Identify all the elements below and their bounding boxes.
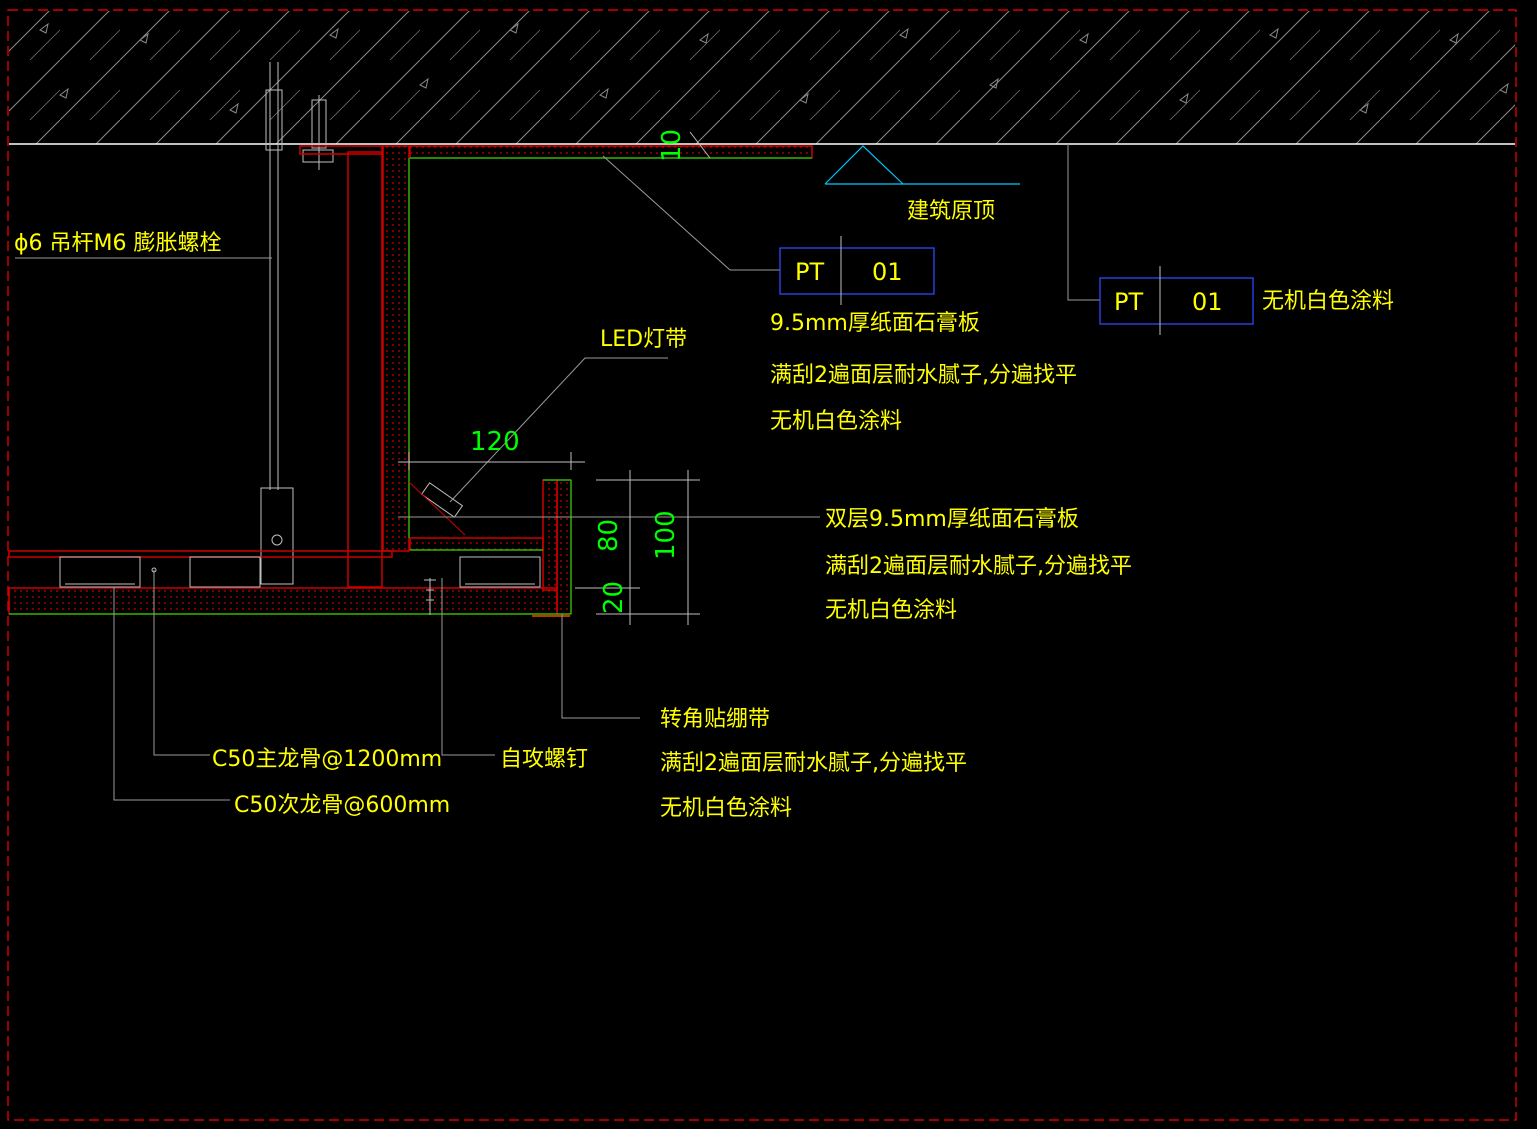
tag-1-number: 01: [872, 258, 903, 286]
ceiling-boards: [8, 145, 813, 617]
led-strip-label: LED灯带: [600, 327, 687, 352]
dimension-lines: [398, 131, 711, 625]
gypsum-double-label: 双层9.5mm厚纸面石膏板: [825, 507, 1079, 532]
dim-led-width: 120: [470, 427, 520, 457]
c50-keels: [59, 556, 541, 588]
leader-lines: [15, 144, 1100, 801]
tag-2-code: PT: [1114, 288, 1143, 316]
dim-total-height: 100: [651, 510, 681, 560]
hanger-rod-label: ϕ6 吊杆M6 膨胀螺栓: [14, 231, 221, 256]
level-marker: [824, 145, 1020, 185]
main-keel-label: C50主龙骨@1200mm: [212, 747, 442, 772]
concrete-slab: [9, 11, 1515, 145]
gypsum-single-label: 9.5mm厚纸面石膏板: [770, 311, 980, 336]
dim-top-gap: 10: [657, 129, 687, 162]
drawing-frame: [7, 9, 1517, 1121]
paint-1-label: 无机白色涂料: [770, 409, 902, 434]
paint-right-label: 无机白色涂料: [1262, 289, 1394, 314]
dim-board-thickness: 20: [599, 581, 629, 614]
finish-lines: [9, 157, 812, 615]
original-ceiling-label: 建筑原顶: [907, 199, 995, 224]
led-fixture: [408, 481, 466, 536]
material-tag-1: PT 01: [779, 236, 935, 305]
dim-return-height: 80: [594, 519, 624, 552]
hanger-rod: [260, 62, 334, 585]
paint-2-label: 无机白色涂料: [825, 598, 957, 623]
tag-2-number: 01: [1192, 288, 1223, 316]
putty-2-label: 满刮2遍面层耐水腻子,分遍找平: [825, 554, 1132, 579]
corner-tape-label: 转角贴绷带: [660, 707, 770, 732]
screw-label: 自攻螺钉: [500, 747, 588, 772]
secondary-keel-label: C50次龙骨@600mm: [234, 793, 450, 818]
putty-3-label: 满刮2遍面层耐水腻子,分遍找平: [660, 751, 967, 776]
self-tapping-screw: [424, 578, 436, 615]
tag-1-code: PT: [795, 258, 824, 286]
putty-1-label: 满刮2遍面层耐水腻子,分遍找平: [770, 363, 1077, 388]
paint-3-label: 无机白色涂料: [660, 796, 792, 821]
material-tag-2: PT 01: [1099, 266, 1254, 335]
